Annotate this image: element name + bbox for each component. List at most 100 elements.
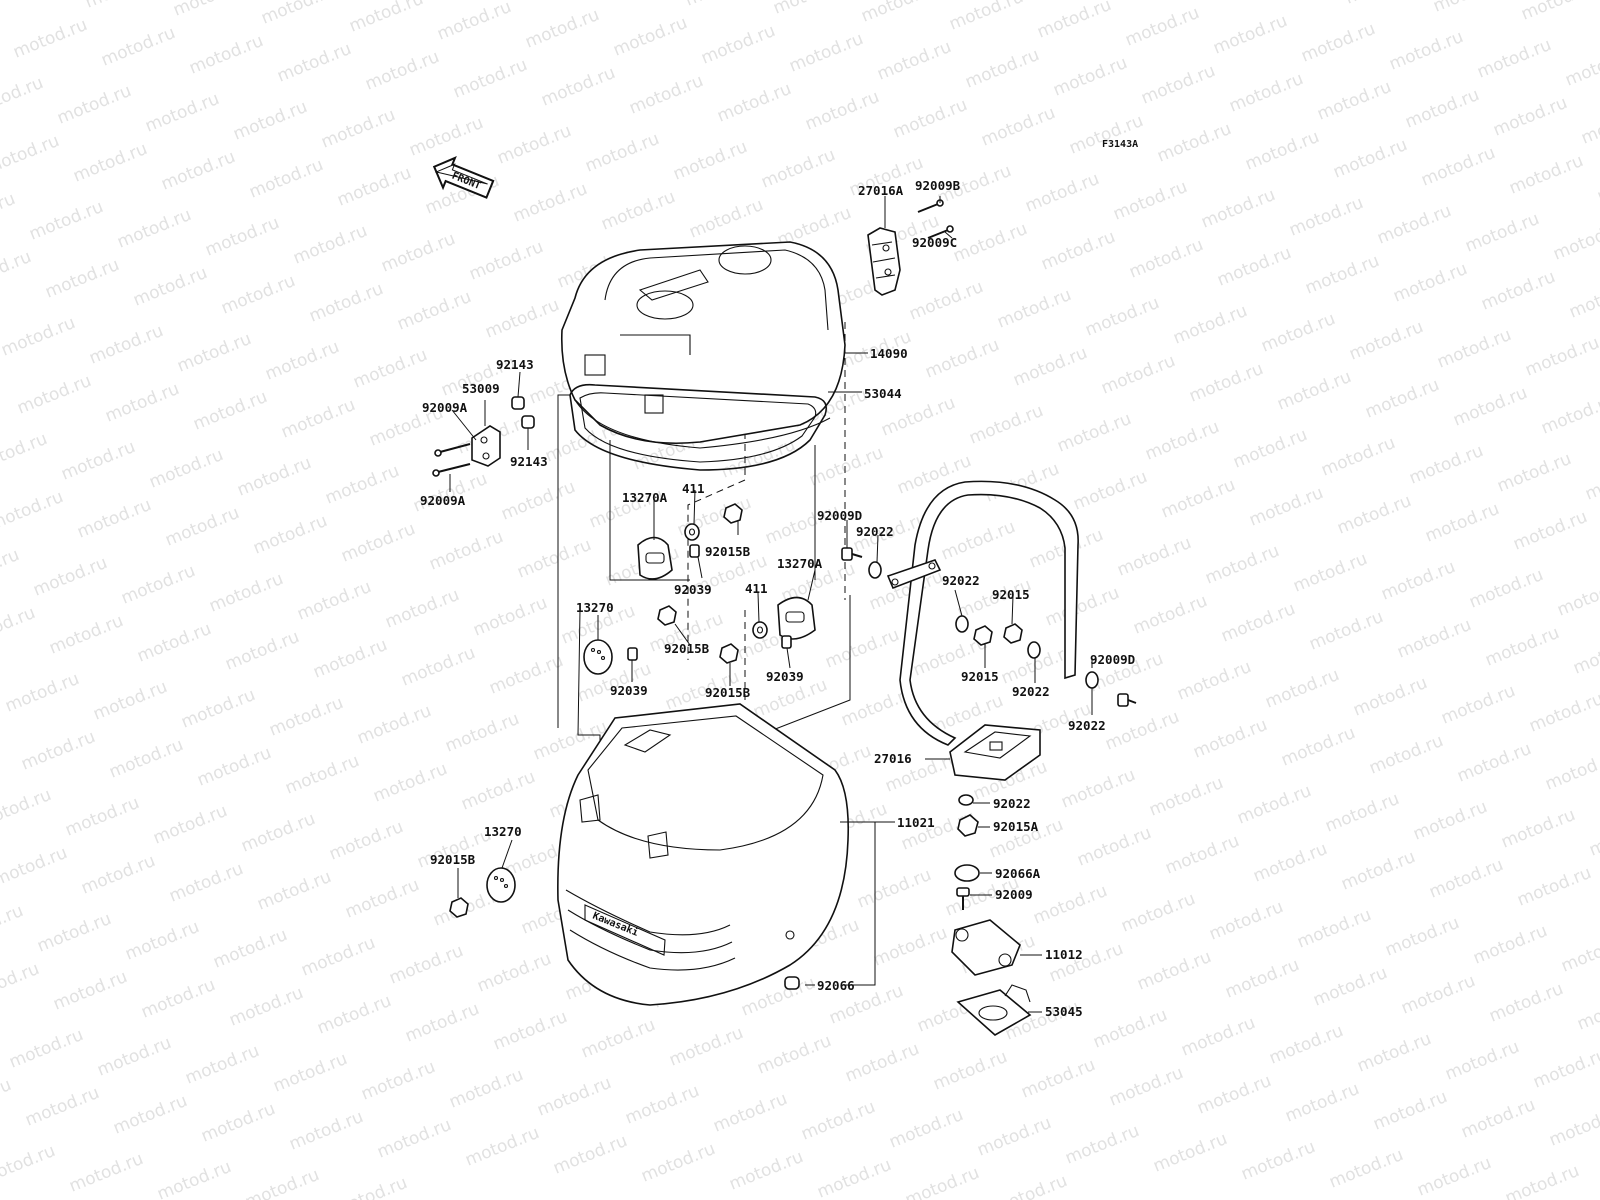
watermark-text: motod.ru (858, 0, 938, 27)
watermark-text: motod.ru (326, 817, 406, 865)
watermark-text: motod.ru (346, 0, 426, 37)
part-label-92143-upper[interactable]: 92143 (496, 357, 534, 372)
watermark-text: motod.ru (0, 959, 42, 1007)
watermark-text: motod.ru (522, 5, 602, 53)
watermark-text: motod.ru (446, 1065, 526, 1113)
watermark-text: motod.ru (118, 561, 198, 609)
figure-code: F3143A (1102, 139, 1138, 150)
bolt-92009d-upper-icon (841, 547, 863, 561)
part-label-92039-upper[interactable]: 92039 (674, 582, 712, 597)
watermark-text: motod.ru (382, 585, 462, 633)
watermark-text: motod.ru (490, 1007, 570, 1055)
part-label-411-upper[interactable]: 411 (682, 481, 705, 496)
watermark-text: motod.ru (510, 179, 590, 227)
part-label-92015b-lower[interactable]: 92015B (705, 685, 751, 700)
watermark-text: motod.ru (222, 627, 302, 675)
part-label-92015-b[interactable]: 92015 (961, 669, 999, 684)
part-label-53044[interactable]: 53044 (864, 386, 902, 401)
part-label-92022-c[interactable]: 92022 (1012, 684, 1050, 699)
watermark-text: motod.ru (938, 517, 1018, 565)
watermark-text: motod.ru (1510, 507, 1590, 555)
watermark-text: motod.ru (474, 949, 554, 997)
watermark-text: motod.ru (1070, 467, 1150, 515)
watermark-text: motod.ru (906, 277, 986, 325)
washer-92022-b-icon (955, 615, 969, 633)
watermark-text: motod.ru (1462, 209, 1542, 257)
watermark-text: motod.ru (698, 21, 778, 69)
watermark-text: motod.ru (1378, 557, 1458, 605)
part-label-11012[interactable]: 11012 (1045, 947, 1083, 962)
watermark-text: motod.ru (870, 923, 950, 971)
part-label-411-lower[interactable]: 411 (745, 581, 768, 596)
watermark-text: motod.ru (1566, 275, 1600, 323)
watermark-text: motod.ru (1130, 591, 1210, 639)
watermark-text: motod.ru (1458, 1095, 1538, 1143)
watermark-text: motod.ru (94, 1033, 174, 1081)
watermark-text: motod.ru (1106, 1063, 1186, 1111)
watermark-text: motod.ru (58, 437, 138, 485)
part-label-13270-upper[interactable]: 13270 (576, 600, 614, 615)
watermark-text: motod.ru (374, 1115, 454, 1163)
part-label-27016a[interactable]: 27016A (858, 183, 904, 198)
watermark-text: motod.ru (310, 635, 390, 683)
part-label-92009d-upper[interactable]: 92009D (817, 508, 862, 523)
watermark-text: motod.ru (1350, 673, 1430, 721)
watermark-text: motod.ru (334, 163, 414, 211)
watermark-text: motod.ru (1282, 1079, 1362, 1127)
part-label-13270a-left[interactable]: 13270A (622, 490, 668, 505)
watermark-text: motod.ru (1438, 681, 1518, 729)
part-label-92022-d[interactable]: 92022 (1068, 718, 1106, 733)
watermark-text: motod.ru (1022, 169, 1102, 217)
part-label-92039-lower[interactable]: 92039 (766, 669, 804, 684)
part-label-92009b[interactable]: 92009B (915, 178, 961, 193)
part-label-92022-b[interactable]: 92022 (942, 573, 980, 588)
part-label-92022-a[interactable]: 92022 (856, 524, 894, 539)
watermark-text: motod.ru (1582, 457, 1600, 505)
part-label-92015b-side[interactable]: 92015B (430, 852, 476, 867)
watermark-text: motod.ru (1398, 971, 1478, 1019)
part-label-92009a-lower[interactable]: 92009A (420, 493, 466, 508)
part-label-92015-a[interactable]: 92015 (992, 587, 1030, 602)
part-label-92143-lower[interactable]: 92143 (510, 454, 548, 469)
part-label-92009d-lower[interactable]: 92009D (1090, 652, 1135, 667)
watermark-text: motod.ru (86, 321, 166, 369)
part-label-53045[interactable]: 53045 (1045, 1004, 1083, 1019)
nut-92015-a-icon (1003, 623, 1023, 644)
watermark-text: motod.ru (758, 145, 838, 193)
watermark-text: motod.ru (1498, 805, 1578, 853)
part-label-53009[interactable]: 53009 (462, 381, 500, 396)
watermark-text: motod.ru (262, 337, 342, 385)
watermark-text: motod.ru (0, 603, 38, 651)
part-label-92066a[interactable]: 92066A (995, 866, 1041, 881)
part-label-11021[interactable]: 11021 (897, 815, 935, 830)
part-label-14090[interactable]: 14090 (870, 346, 908, 361)
watermark-text: motod.ru (1494, 449, 1574, 497)
part-label-92009a-upper[interactable]: 92009A (422, 400, 468, 415)
watermark-text: motod.ru (74, 495, 154, 543)
watermark-text: motod.ru (0, 429, 50, 477)
part-label-92015b-upper[interactable]: 92015B (705, 544, 751, 559)
part-label-92039-middle[interactable]: 92039 (610, 683, 648, 698)
watermark-text: motod.ru (1590, 1169, 1600, 1200)
watermark-text: motod.ru (1262, 665, 1342, 713)
watermark-text: motod.ru (1354, 1029, 1434, 1077)
watermark-text: motod.ru (1294, 905, 1374, 953)
washer-411-lower-icon (752, 621, 768, 639)
part-label-92066[interactable]: 92066 (817, 978, 855, 993)
watermark-text: motod.ru (1030, 881, 1110, 929)
part-label-92022-e[interactable]: 92022 (993, 796, 1031, 811)
part-label-92015b-middle[interactable]: 92015B (664, 641, 710, 656)
watermark-text: motod.ru (1174, 657, 1254, 705)
part-label-92015a[interactable]: 92015A (993, 819, 1039, 834)
part-label-92009[interactable]: 92009 (995, 887, 1033, 902)
watermark-text: motod.ru (1342, 0, 1422, 9)
screw-92039-upper-icon (689, 544, 700, 558)
watermark-text: motod.ru (46, 611, 126, 659)
part-label-27016[interactable]: 27016 (874, 751, 912, 766)
part-label-13270a-right[interactable]: 13270A (777, 556, 823, 571)
part-label-13270-lower[interactable]: 13270 (484, 824, 522, 839)
watermark-text: motod.ru (482, 295, 562, 343)
part-label-92009c[interactable]: 92009C (912, 235, 957, 250)
watermark-text: motod.ru (1466, 565, 1546, 613)
nut-92015a-icon (957, 814, 979, 837)
